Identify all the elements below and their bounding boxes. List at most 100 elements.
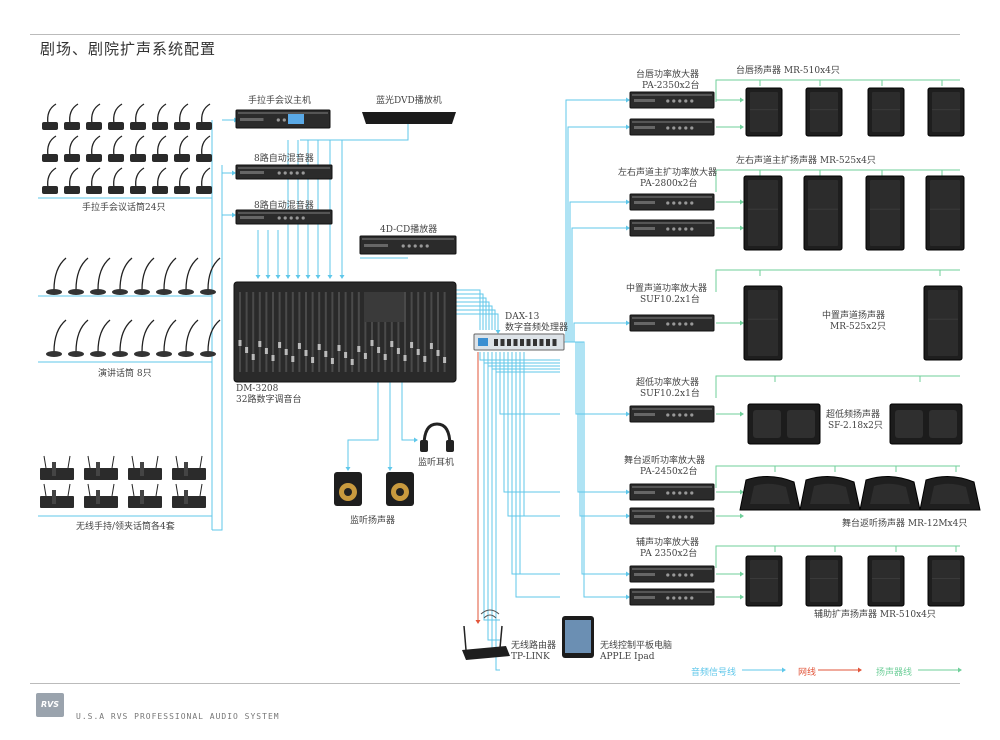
gooseneck-mic [112,319,133,357]
main-lr-speaker-3 [865,175,905,251]
footer-text: U.S.A RVS PROFESSIONAL AUDIO SYSTEM [76,712,280,721]
stage-lip-speaker-3 [867,87,905,137]
arrow-amp-3 [626,225,630,231]
arrow-amp-out-6 [740,489,744,495]
console-desc-label: 32路数字调音台 [236,395,302,405]
arrow-to-processor [495,330,501,334]
arrow-monitor-r [387,467,393,471]
wire-console-out-5 [455,309,496,330]
legend-speaker-arrow [958,667,962,673]
wireless-receiver [172,455,206,480]
wire-proc-bus-8 [511,352,560,575]
legend-audio-arrow [782,667,786,673]
wire-console-out-6 [455,313,499,330]
wireless-receiver [40,455,74,480]
wire-proc-to-amp-7 [562,341,626,517]
tablet-model-label: APPLE Ipad [600,652,655,662]
wire-proc-bus-6 [503,352,560,493]
conference-mic [152,167,168,194]
gooseneck-mic [68,319,89,357]
conference-mic [130,167,146,194]
power-amplifier-1 [629,91,715,109]
arrow-to-mixer2 [232,212,236,218]
wire-proc-to-amp-6 [562,341,626,493]
gooseneck-mic [46,257,67,295]
gooseneck-mic [90,319,111,357]
arrow-amp-out-0 [740,97,744,103]
arrow-amp-9 [626,594,630,600]
speakers6-label: 辅助扩声扬声器 MR-510x4只 [814,610,936,620]
arrow-amp-out-5 [740,411,744,417]
conference-mic [108,103,124,130]
headphones-icon [420,422,454,452]
gooseneck-mic [178,319,199,357]
processor-desc-label: 数字音频处理器 [505,323,569,333]
arrow-console-input-1 [265,275,271,279]
fill-speaker-1 [745,555,783,607]
audio-processor-unit [473,333,565,351]
wire-dvd [340,120,409,141]
power-amplifier-3 [629,193,715,211]
gooseneck-mic [156,319,177,357]
arrow-to-mixer1 [232,170,236,176]
studio-monitor [334,472,362,506]
wire-proc-bus-10 [519,352,560,575]
gooseneck-mic [68,257,89,295]
page-title: 剧场、剧院扩声系统配置 [40,40,217,58]
gooseneck-mic [46,319,67,357]
wireless-receiver [128,483,162,508]
fill-speaker-3 [867,555,905,607]
wire-proc-to-amp-8 [562,341,626,575]
dvd-player-unit [362,112,456,124]
subwoofer-1 [747,403,821,445]
speakers3-model-label: MR-525x2只 [830,322,887,332]
gooseneck-mic [200,319,221,357]
legend-network-label: 网线 [798,668,817,678]
speakers4-model-label: SF-2.18x2只 [828,421,883,431]
conference-host-unit [235,109,331,129]
gooseneck-mic [156,257,177,295]
power-amplifier-8 [629,507,715,525]
wire-speaker-bus-4 [715,465,960,488]
main-lr-speaker-2 [803,175,843,251]
arrow-console-input-3 [285,275,291,279]
power-amplifier-5 [629,314,715,332]
wireless-receiver [84,483,118,508]
conference-mic [196,167,212,194]
main-lr-speaker-4 [925,175,965,251]
router-model-label: TP-LINK [511,652,550,662]
conference-host-label: 手拉手会议主机 [248,96,312,106]
wireless-mics-label: 无线手持/领夹话筒各4套 [76,522,175,532]
gooseneck-mic [178,257,199,295]
power-amplifier-4 [629,219,715,237]
gooseneck-mic [134,257,155,295]
wire-proc-down-1 [487,352,500,641]
arrow-amp-out-7 [740,513,744,519]
mixing-console [233,281,457,383]
wireless-receiver [84,455,118,480]
arrow-console-input-8 [339,275,345,279]
arrow-monitor-l [345,467,351,471]
stage-monitor-wedge-4 [919,476,981,511]
amp5-name-label: 舞台返听功率放大器 [624,456,706,466]
arrow-amp-6 [626,489,630,495]
arrow-console-input-0 [255,275,261,279]
wire-to-monitor-l [347,380,379,468]
cd-player-unit [359,235,457,255]
headphones-label: 监听耳机 [418,458,455,468]
wireless-router-icon [462,609,510,660]
wire-proc-to-amp-9 [562,341,626,598]
wire-console-out-3 [455,301,490,330]
speakers4-name-label: 超低频扬声器 [826,410,881,420]
amp1-name-label: 台唇功率放大器 [636,70,700,80]
wire-proc-down-0 [483,352,500,621]
conference-mic [108,135,124,162]
power-amplifier-7 [629,483,715,501]
conference-mic [42,167,58,194]
speakers5-label: 舞台返听扬声器 MR-12Mx4只 [842,519,968,529]
conference-mic [108,167,124,194]
wire-proc-to-amp-3 [562,227,626,343]
power-amplifier-2 [629,118,715,136]
